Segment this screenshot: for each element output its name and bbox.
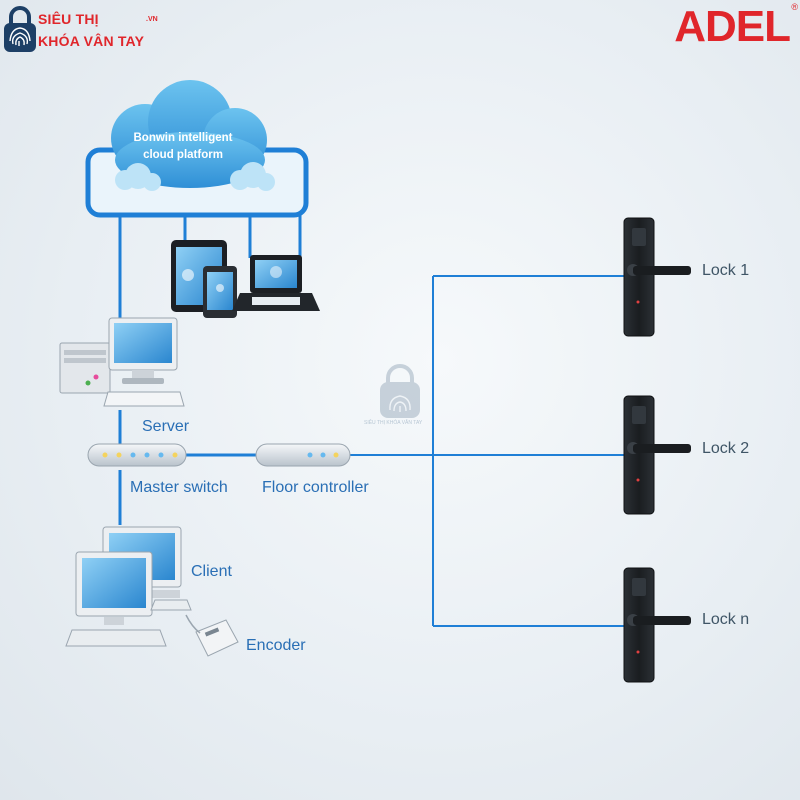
door-lock-1-icon (623, 217, 691, 337)
adel-logo: ADEL (674, 2, 791, 52)
encoder-label: Encoder (246, 637, 306, 654)
server-icon (59, 317, 185, 407)
laptop-icon (232, 255, 320, 311)
mobile-devices-icon (171, 240, 237, 318)
master-switch-icon (87, 443, 187, 467)
fingerprint-lock-icon (4, 6, 36, 52)
lock-1-label: Lock 1 (702, 262, 750, 279)
brand-logo: SIÊU THỊ .VN KHÓA VÂN TAY (0, 0, 175, 60)
brand-suffix: .VN (146, 16, 158, 23)
cloud-label-line1: Bonwin intelligent (133, 132, 233, 144)
cloud-platform (85, 80, 309, 218)
client-label: Client (191, 563, 232, 580)
door-lock-2-icon (623, 395, 691, 515)
client-computers-icon (65, 526, 192, 647)
master-switch-label: Master switch (130, 479, 228, 496)
lock-branch-lines (348, 275, 624, 627)
lock-2-label: Lock 2 (702, 440, 750, 457)
brand-line2: KHÓA VÂN TAY (38, 33, 145, 49)
adel-logo-text: ADEL (674, 2, 791, 51)
lock-n-label: Lock n (702, 611, 750, 628)
watermark-lock-icon (380, 364, 420, 418)
server-label: Server (142, 418, 190, 435)
registered-mark: ® (791, 2, 798, 12)
cloud-label-line2: cloud platform (143, 149, 223, 161)
watermark-text: SIÊU THỊ KHÓA VÂN TAY (364, 420, 423, 426)
brand-line1: SIÊU THỊ (38, 11, 99, 27)
cloud-platform-label: Bonwin intelligent cloud platform (113, 130, 253, 164)
door-lock-n-icon (623, 567, 691, 683)
floor-controller-label: Floor controller (262, 479, 369, 496)
floor-controller-icon (255, 443, 351, 467)
encoder-icon (185, 614, 239, 657)
